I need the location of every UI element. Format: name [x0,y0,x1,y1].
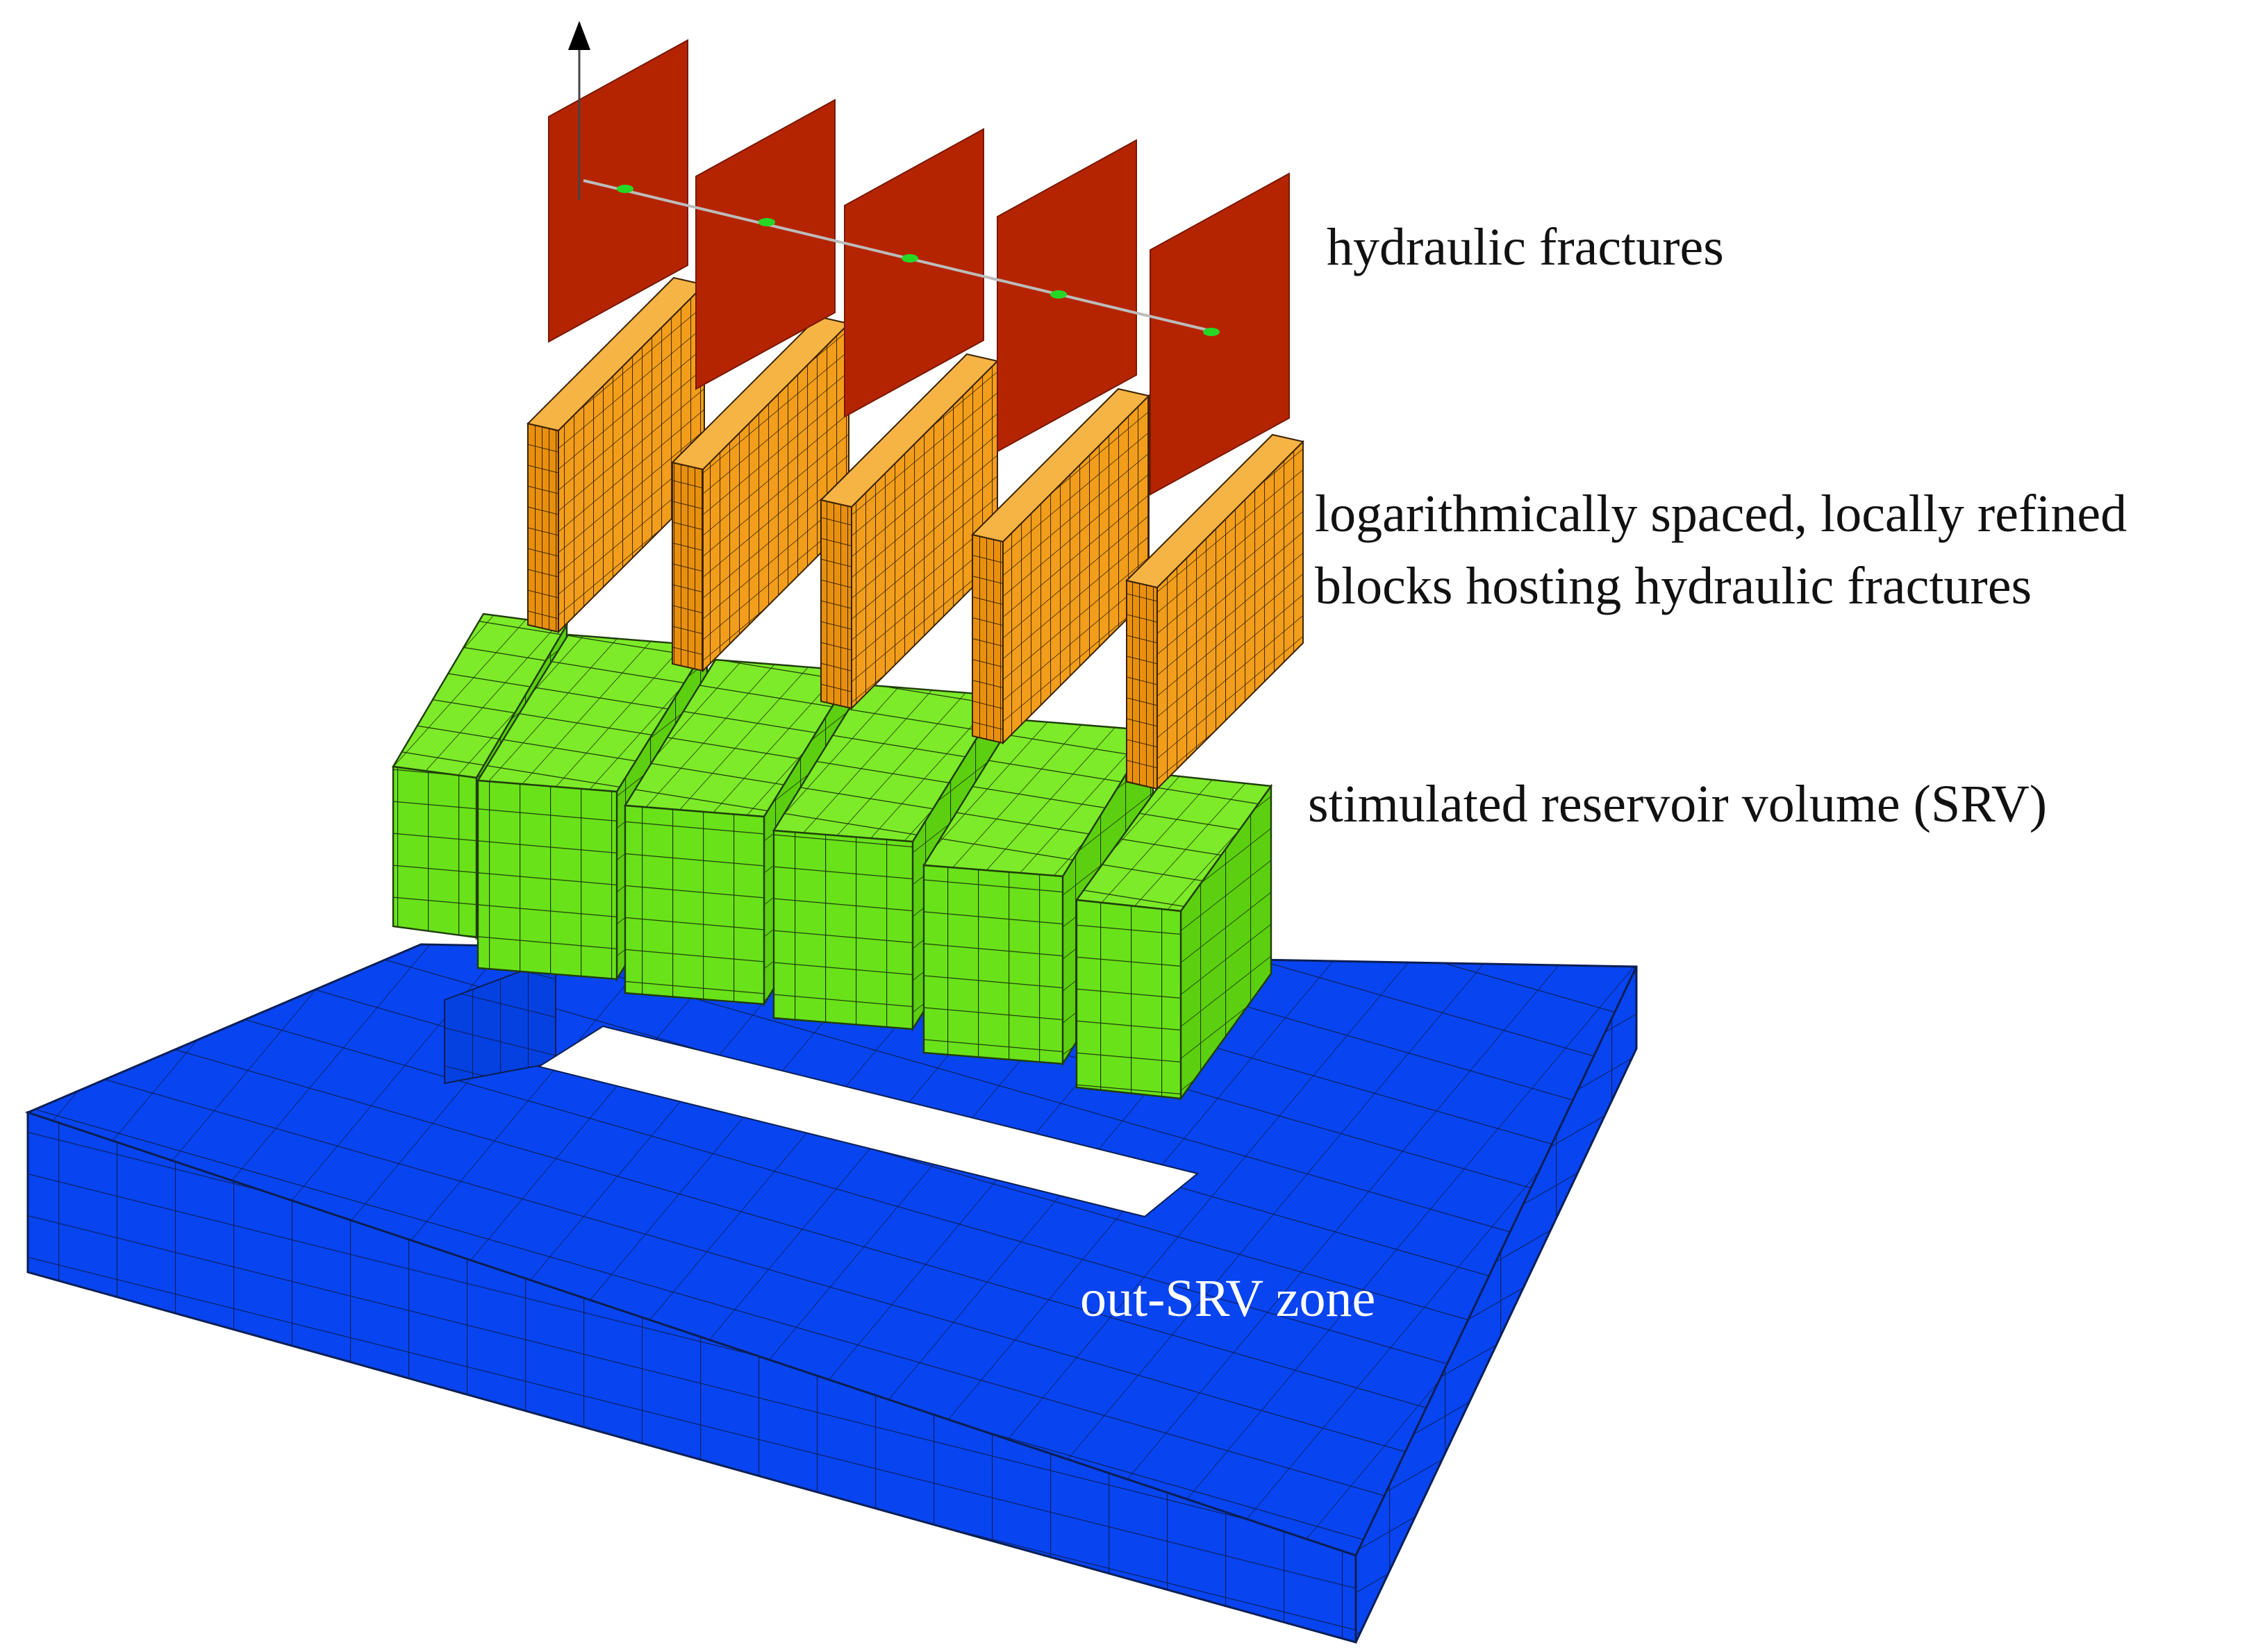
hydraulic-fracture-panel [695,99,836,390]
perforation-point [758,218,775,226]
lgr-blocks [526,276,1304,791]
srv-column-front-face [1075,899,1182,1100]
label-srv: stimulated reservoir volume (SRV) [1308,775,2048,833]
lgr-block-top-face [1125,433,1304,589]
lgr-block-front-face [1126,579,1158,790]
srv-column-front-face [772,829,914,1031]
perforation-points [617,185,1220,336]
perforation-point [1203,328,1220,336]
srv-column-front-face [476,779,618,981]
label-lgr-line2: blocks hosting hydraulic fractures [1315,557,2032,615]
lgr-block-front-face [820,499,852,710]
hydraulic-fracture-panel [1150,172,1290,496]
wellbore-line [583,179,1216,333]
label-hydraulic-fractures: hydraulic fractures [1327,218,1724,276]
vertical-axis-arrow [568,21,590,200]
srv-column-front-face [624,804,765,1006]
out-srv-cavity-opening [537,1025,1200,1218]
label-out-srv-zone: out-SRV zone [1080,1269,1376,1328]
out-srv-zone [24,943,1638,1644]
perforation-point [1050,290,1067,299]
label-lgr-line1: logarithmically spaced, locally refined [1315,485,2128,543]
lgr-block-top-face [971,387,1150,543]
lgr-block-front-face [972,533,1004,744]
srv-column-front-face [392,765,478,939]
srv-column-front-face [922,864,1064,1065]
perforation-point [617,185,633,193]
hydraulic-fracture-panel [844,128,984,418]
lgr-block-front-face [672,461,704,672]
out-srv-right-face [1354,966,1638,1643]
hydraulic-fractures [548,39,1290,496]
perforation-point [902,254,918,262]
srv-blocks [392,612,1273,1101]
lgr-block-front-face [527,422,559,633]
